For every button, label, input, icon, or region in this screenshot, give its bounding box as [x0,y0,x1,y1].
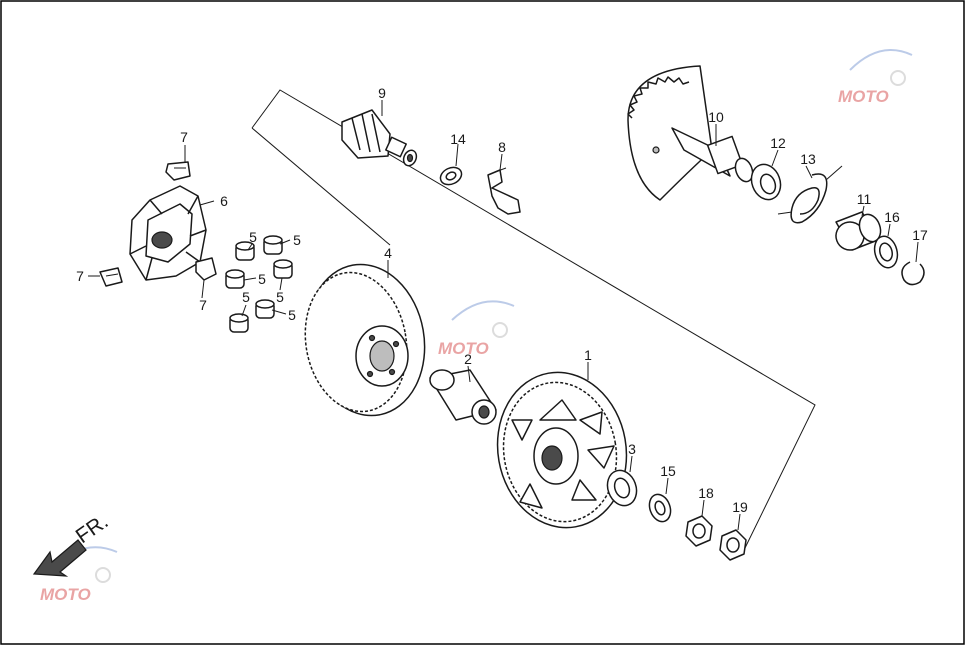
callout-1: 1 [584,347,592,363]
callout-7-top: 7 [180,129,188,145]
callout-14: 14 [450,131,466,147]
part-weight-roller-5-f [255,299,275,319]
callout-17: 17 [912,227,928,243]
callout-numbers: 9 14 8 10 12 13 11 16 17 7 6 7 7 5 5 5 5… [76,85,928,515]
part-weight-roller-5-c [225,269,245,289]
svg-text:MOTO: MOTO [438,339,489,358]
assembly-bracket [251,89,816,549]
callout-19: 19 [732,499,748,515]
part-weight-roller-5-d [273,259,293,279]
watermark-center: MOTO [438,300,515,358]
callout-3: 3 [628,441,636,457]
part-washer-14 [439,166,463,186]
watermark-top-right: MOTO [838,49,913,106]
callout-16: 16 [884,209,900,225]
callout-5-a: 5 [249,229,257,245]
callout-10: 10 [708,109,724,125]
part-circlip-17 [901,261,925,286]
part-washer-16 [873,235,899,269]
callout-15: 15 [660,463,676,479]
part-ramp-plate-6 [129,185,207,281]
part-washer-3 [606,469,638,507]
callout-6: 6 [220,193,228,209]
part-kick-spring-13 [777,165,843,224]
part-drive-collar-2 [429,369,497,425]
svg-text:MOTO: MOTO [40,585,91,604]
callout-11: 11 [857,191,872,207]
part-sliding-piece-7-left [99,267,123,287]
callout-8: 8 [498,139,506,155]
part-weight-roller-5-e [229,313,249,333]
part-kick-starter-spindle [627,65,754,201]
watermark-bottom-left: MOTO [40,546,118,604]
part-sliding-piece-7-right [195,257,217,281]
callout-13: 13 [800,151,816,167]
part-movable-drive-face-4 [304,263,426,417]
part-washer-15 [648,493,672,523]
callout-4: 4 [384,245,392,261]
callout-5-d: 5 [276,289,284,305]
part-nut-19 [719,529,747,561]
part-collar-12 [750,163,782,201]
callout-2: 2 [464,351,472,367]
callout-7-right: 7 [199,297,207,313]
callout-leaders [88,100,919,531]
callout-5-e: 5 [242,289,250,305]
part-drive-face-fan-1 [496,371,628,529]
callout-12: 12 [770,135,786,151]
callout-7-left: 7 [76,268,84,284]
callout-5-f: 5 [288,307,296,323]
callout-18: 18 [698,485,714,501]
callout-5-b: 5 [293,232,301,248]
part-kick-driven-gear [341,109,418,167]
callout-5-c: 5 [258,271,266,287]
svg-text:MOTO: MOTO [838,87,889,106]
callout-9: 9 [378,85,386,101]
part-sliding-piece-7-top [165,161,191,181]
part-weight-roller-5-b [263,235,283,255]
